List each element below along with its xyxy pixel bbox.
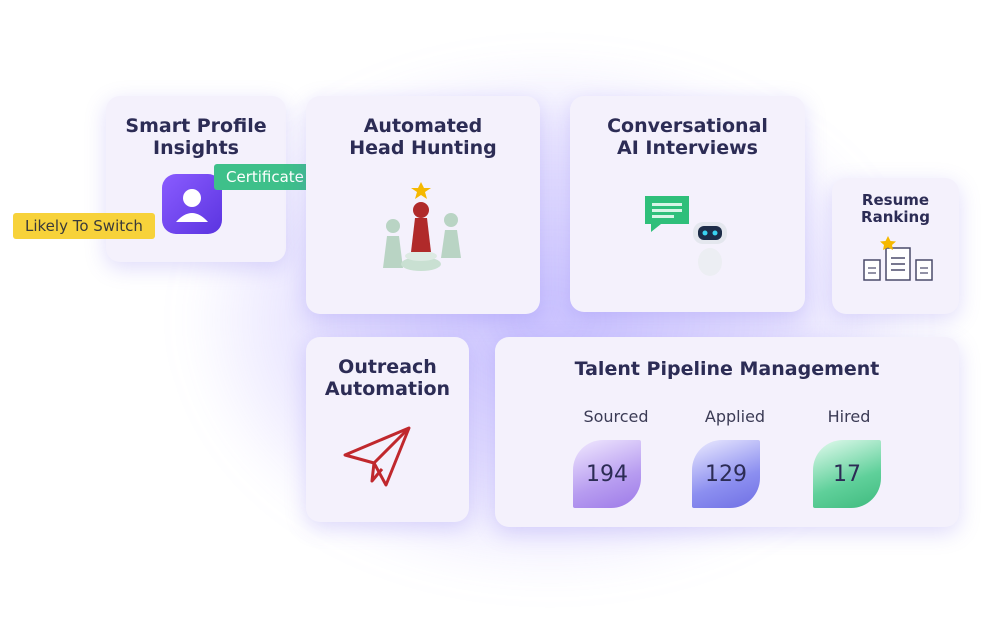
stage-value-sourced: 194 <box>573 440 641 508</box>
stage-label-sourced: Sourced <box>583 407 649 426</box>
card-title: Automated Head Hunting <box>349 115 497 159</box>
card-resume-ranking[interactable]: Resume Ranking <box>832 178 959 314</box>
card-automated-head-hunting[interactable]: Automated Head Hunting <box>306 96 540 314</box>
stage-value-applied: 129 <box>692 440 760 508</box>
card-title: Smart Profile Insights <box>125 115 267 159</box>
card-title: Outreach Automation <box>324 356 451 400</box>
card-talent-pipeline-management[interactable]: Talent Pipeline Management Sourced Appli… <box>495 337 959 527</box>
card-title: Resume Ranking <box>861 191 930 227</box>
stage-label-applied: Applied <box>704 407 766 426</box>
documents-star-icon <box>863 236 933 281</box>
card-outreach-automation[interactable]: Outreach Automation <box>306 337 469 522</box>
chess-pawns-icon <box>383 182 461 271</box>
robot-icon <box>693 222 727 276</box>
card-title: Talent Pipeline Management <box>574 358 880 380</box>
card-title: Conversational AI Interviews <box>607 115 768 159</box>
paper-plane-icon <box>343 426 411 487</box>
chat-bubble-icon <box>645 196 689 232</box>
stage-label-hired: Hired <box>827 407 871 426</box>
stage-value-hired: 17 <box>813 440 881 508</box>
likely-to-switch-chip: Likely To Switch <box>13 213 155 239</box>
card-conversational-ai-interviews[interactable]: Conversational AI Interviews <box>570 96 805 312</box>
user-profile-icon <box>162 174 222 234</box>
